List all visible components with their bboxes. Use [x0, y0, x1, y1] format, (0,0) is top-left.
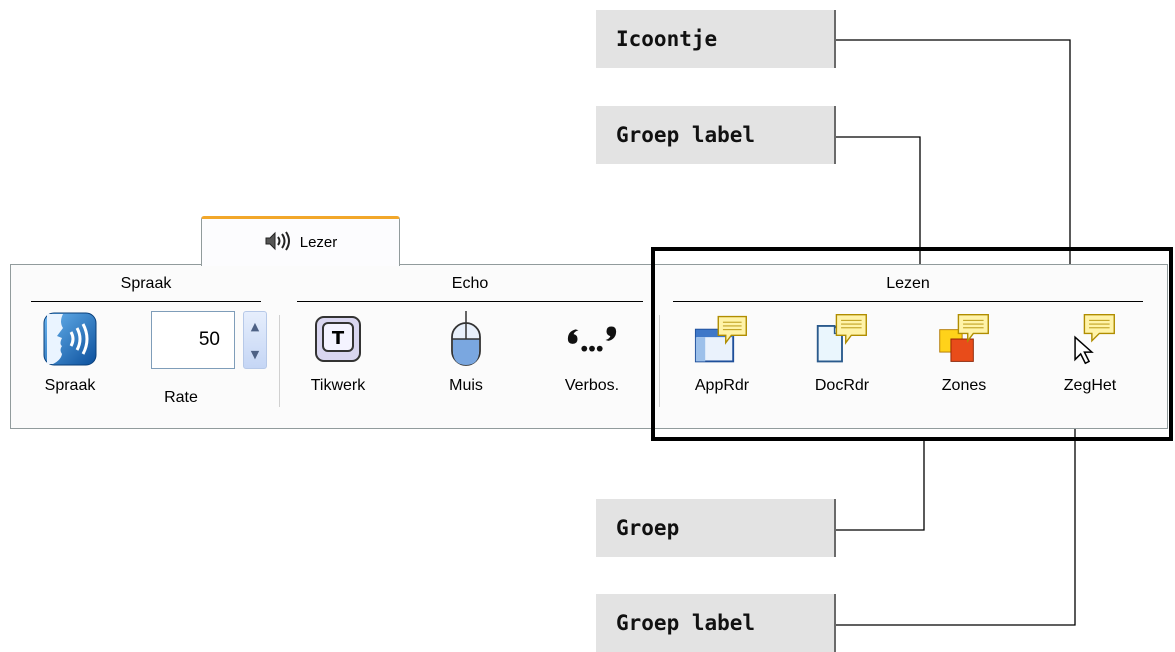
mouse-icon	[438, 311, 494, 367]
speaker-icon	[264, 230, 292, 255]
verbos-button[interactable]: Verbos.	[547, 311, 637, 407]
group-line-echo	[297, 301, 643, 302]
callout-group-label-bottom-text: Groep label	[616, 611, 756, 635]
verbosity-quote-icon	[564, 311, 620, 367]
chevron-down-icon[interactable]: ▼	[250, 347, 260, 361]
zones-label: Zones	[941, 377, 987, 394]
callout-group-text: Groep	[616, 516, 680, 540]
connector-group	[836, 441, 925, 531]
apprdr-button[interactable]: AppRdr	[677, 311, 767, 407]
callout-group: Groep	[596, 499, 836, 557]
app-reader-icon	[694, 311, 750, 367]
group-line-spraak	[31, 301, 261, 302]
speaking-head-icon	[42, 311, 98, 367]
tab-lezer-label: Lezer	[299, 234, 338, 251]
callout-group-label-bottom: Groep label	[596, 594, 836, 652]
muis-button[interactable]: Muis	[421, 311, 511, 407]
zeghet-button[interactable]: ZegHet	[1045, 311, 1135, 407]
rate-stepper[interactable]: ▲ ▼	[243, 311, 267, 369]
zeghet-label: ZegHet	[1063, 377, 1117, 394]
connector-group-label-bottom	[836, 414, 1076, 626]
rate-value: 50	[198, 329, 220, 350]
muis-label: Muis	[449, 377, 483, 394]
rate-label: Rate	[164, 389, 198, 406]
callout-group-label-top: Groep label	[596, 106, 836, 164]
spraak-button[interactable]: Spraak	[25, 311, 115, 407]
tikwerk-label: Tikwerk	[310, 377, 366, 394]
verbos-label: Verbos.	[564, 377, 620, 394]
group-label-echo: Echo	[451, 275, 489, 292]
svg-text:T: T	[332, 328, 345, 349]
callout-icon-text: Icoontje	[616, 27, 718, 51]
tikwerk-button[interactable]: T Tikwerk	[293, 311, 383, 407]
highlight-frame-lezen	[651, 247, 1173, 441]
chevron-up-icon[interactable]: ▲	[250, 319, 260, 333]
typing-key-icon: T	[310, 311, 366, 367]
say-it-cursor-icon	[1062, 311, 1118, 367]
callout-group-label-top-text: Groep label	[616, 123, 756, 147]
rate-input[interactable]: 50	[151, 311, 235, 369]
group-separator	[659, 315, 660, 407]
spraak-button-label: Spraak	[44, 377, 96, 394]
docrdr-label: DocRdr	[814, 377, 870, 394]
apprdr-label: AppRdr	[694, 377, 750, 394]
tab-lezer[interactable]: Lezer	[201, 216, 400, 266]
group-label-spraak: Spraak	[120, 275, 172, 292]
callout-icon: Icoontje	[596, 10, 836, 68]
group-separator	[279, 315, 280, 407]
